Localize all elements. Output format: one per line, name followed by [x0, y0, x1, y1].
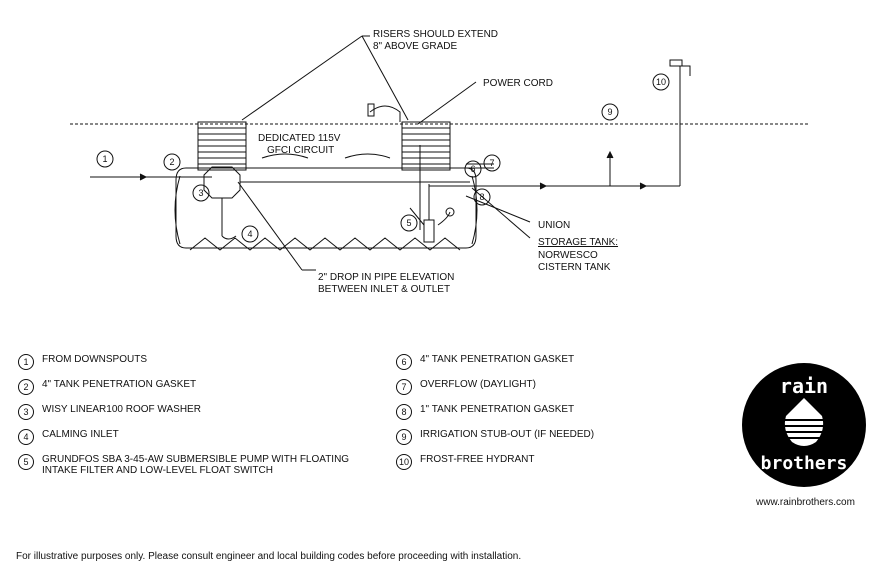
legend-number: 2: [18, 379, 34, 395]
legend-number: 1: [18, 354, 34, 370]
svg-text:7: 7: [489, 158, 494, 168]
legend-number: 5: [18, 454, 34, 470]
legend-item-10: 10 FROST-FREE HYDRANT: [396, 454, 534, 470]
legend-label: 4" TANK PENETRATION GASKET: [420, 354, 575, 365]
storage-tank-callout-line3: CISTERN TANK: [538, 262, 611, 273]
legend-item-6: 6 4" TANK PENETRATION GASKET: [396, 354, 574, 370]
legend-item-5: 5 GRUNDFOS SBA 3-45-AW SUBMERSIBLE PUMP …: [18, 454, 349, 476]
legend-number: 6: [396, 354, 412, 370]
legend-item-2: 2 4" TANK PENETRATION GASKET: [18, 379, 196, 395]
drop-callout-line2: BETWEEN INLET & OUTLET: [318, 284, 450, 295]
logo-top-text: rain: [780, 374, 828, 398]
inlet-pipe: [90, 166, 470, 240]
marker-8: 8: [473, 188, 491, 206]
storage-tank: [174, 153, 478, 251]
legend-number: 3: [18, 404, 34, 420]
legend-number: 8: [396, 404, 412, 420]
marker-6: 6: [464, 160, 482, 178]
drop-callout-line1: 2" DROP IN PIPE ELEVATION: [318, 272, 454, 283]
leader-lines: [237, 35, 531, 271]
pump-assembly: [367, 103, 455, 243]
disclaimer-footer: For illustrative purposes only. Please c…: [16, 551, 522, 562]
legend-item-8: 8 1" TANK PENETRATION GASKET: [396, 404, 574, 420]
legend-label: OVERFLOW (DAYLIGHT): [420, 379, 536, 390]
power-cord-callout: POWER CORD: [483, 78, 553, 89]
legend-label: GRUNDFOS SBA 3-45-AW SUBMERSIBLE PUMP WI…: [42, 454, 350, 476]
risers-callout-line1: RISERS SHOULD EXTEND: [373, 29, 498, 40]
legend-number: 10: [396, 454, 412, 470]
legend-item-9: 9 IRRIGATION STUB-OUT (IF NEEDED): [396, 429, 594, 445]
legend-label: CALMING INLET: [42, 429, 119, 440]
legend-number: 7: [396, 379, 412, 395]
marker-5: 5: [400, 214, 418, 232]
svg-text:9: 9: [607, 107, 612, 117]
logo-bottom-text: brothers: [761, 453, 848, 474]
legend-item-3: 3 WISY LINEAR100 ROOF WASHER: [18, 404, 201, 420]
svg-text:10: 10: [656, 77, 666, 87]
discharge-line: [429, 59, 691, 190]
marker-7: 7: [483, 154, 501, 172]
storage-tank-callout-line2: NORWESCO: [538, 250, 598, 261]
riser-left: [197, 121, 247, 171]
legend-label: FROM DOWNSPOUTS: [42, 354, 147, 365]
legend-number: 9: [396, 429, 412, 445]
gfci-callout-line1: DEDICATED 115V: [258, 133, 341, 144]
website-link[interactable]: www.rainbrothers.com: [756, 497, 855, 508]
riser-right: [401, 121, 451, 171]
svg-text:1: 1: [102, 154, 107, 164]
legend-label: WISY LINEAR100 ROOF WASHER: [42, 404, 201, 415]
svg-text:8: 8: [479, 192, 484, 202]
raindrop-icon: [784, 398, 824, 446]
legend-item-1: 1 FROM DOWNSPOUTS: [18, 354, 147, 370]
svg-text:5: 5: [406, 218, 411, 228]
legend-item-7: 7 OVERFLOW (DAYLIGHT): [396, 379, 536, 395]
legend-item-4: 4 CALMING INLET: [18, 429, 119, 445]
rain-brothers-logo: rain brothers: [742, 363, 866, 487]
svg-text:6: 6: [470, 164, 475, 174]
legend-label: IRRIGATION STUB-OUT (IF NEEDED): [420, 429, 595, 440]
marker-1: 1: [96, 150, 114, 168]
risers-callout-line2: 8" ABOVE GRADE: [373, 41, 457, 52]
storage-tank-callout-title: STORAGE TANK:: [538, 237, 618, 248]
svg-text:3: 3: [198, 188, 203, 198]
marker-4: 4: [241, 225, 259, 243]
gfci-callout-line2: GFCI CIRCUIT: [267, 145, 334, 156]
marker-2: 2: [163, 153, 181, 171]
legend-number: 4: [18, 429, 34, 445]
marker-10: 10: [652, 73, 670, 91]
svg-text:2: 2: [169, 157, 174, 167]
legend-label: FROST-FREE HYDRANT: [420, 454, 535, 465]
marker-3: 3: [192, 184, 210, 202]
legend-label: 1" TANK PENETRATION GASKET: [420, 404, 575, 415]
marker-9: 9: [601, 103, 619, 121]
overflow-pipe: [466, 163, 494, 169]
svg-text:4: 4: [247, 229, 252, 239]
legend-label: 4" TANK PENETRATION GASKET: [42, 379, 197, 390]
union-callout: UNION: [538, 220, 570, 231]
